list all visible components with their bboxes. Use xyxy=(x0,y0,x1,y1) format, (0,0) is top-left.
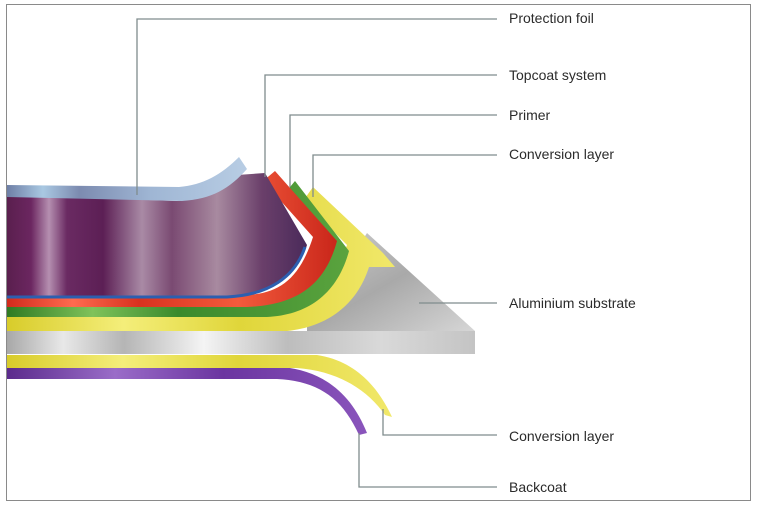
label-backcoat: Backcoat xyxy=(509,479,567,495)
leader-primer xyxy=(289,114,497,187)
foil-edge-line xyxy=(7,246,307,299)
leader-backcoat xyxy=(358,433,497,488)
label-topcoat-system: Topcoat system xyxy=(509,67,607,83)
label-aluminium-substrate: Aluminium substrate xyxy=(509,295,636,311)
leader-protection-foil xyxy=(136,18,497,195)
label-protection-foil: Protection foil xyxy=(509,10,594,26)
aluminium-substrate-layer xyxy=(7,331,475,354)
leader-conversion-top xyxy=(312,154,497,197)
label-primer: Primer xyxy=(509,107,551,123)
backcoat-layer xyxy=(7,367,367,435)
protection-foil-top xyxy=(7,157,247,201)
conversion-layer-bottom xyxy=(7,355,392,417)
aluminium-top-face xyxy=(307,233,475,331)
label-conversion-layer-bottom: Conversion layer xyxy=(509,428,615,444)
protection-foil-layer xyxy=(7,173,307,297)
leader-lines xyxy=(136,18,497,488)
leader-conversion-bottom xyxy=(382,409,497,436)
layer-diagram xyxy=(7,18,497,488)
diagram-frame: Protection foil Topcoat system Primer Co… xyxy=(6,4,751,501)
leader-topcoat xyxy=(264,74,497,177)
label-conversion-layer-top: Conversion layer xyxy=(509,146,615,162)
